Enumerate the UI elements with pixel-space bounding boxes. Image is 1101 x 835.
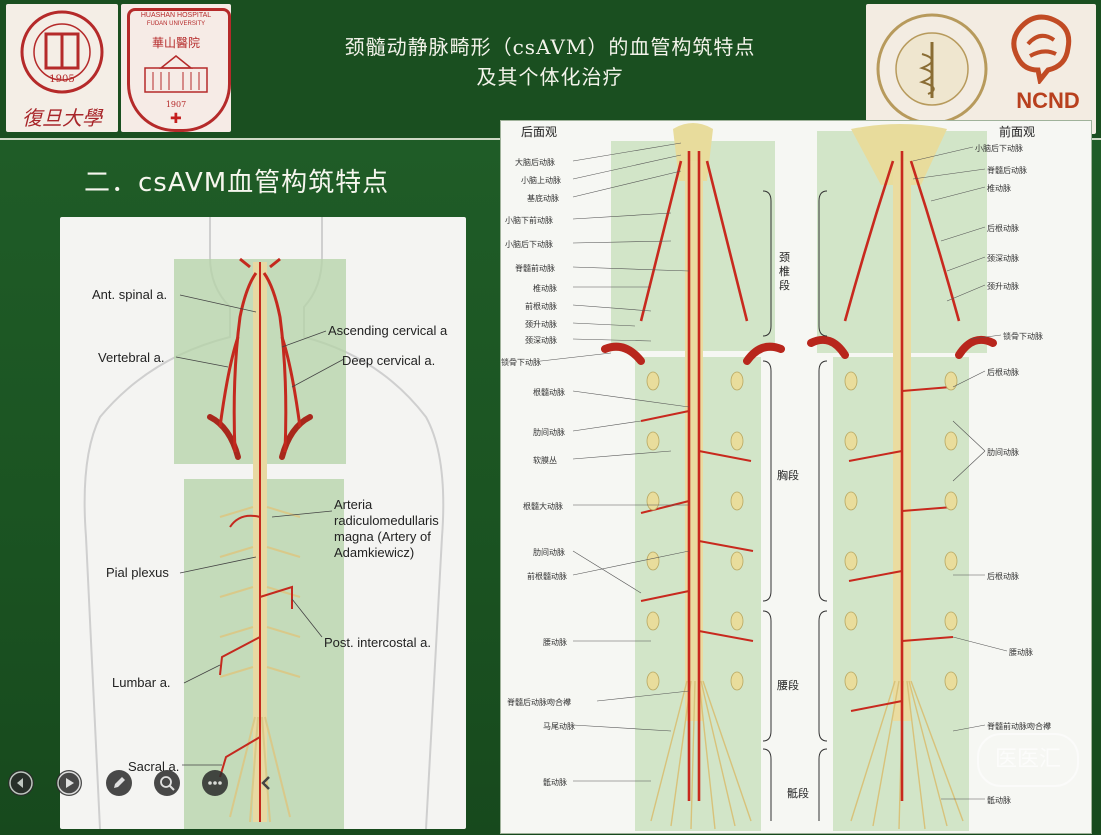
label-lumbar: Lumbar a. [112,675,171,690]
spinal-artery-atlas-illustration [540,123,1008,831]
watermark: 医医汇 [977,733,1079,787]
collapse-toolbar-button[interactable] [256,770,276,796]
cn-label-l8: 颈升动脉 [525,320,557,329]
label-post-intercostal: Post. intercostal a. [324,635,431,650]
label-arteria-2: radiculomedullaris [334,513,439,528]
cn-label-l13: 软膜丛 [533,456,557,465]
play-icon [57,771,81,795]
label-ant-spinal: Ant. spinal a. [92,287,168,302]
cn-label-l6: 椎动脉 [533,284,557,293]
cn-label-r3: 后根动脉 [987,224,1019,233]
right-figure: 后面观 前面观 颈椎段 胸段 腰段 骶段 大脑后动脉 小脑上动脉 基底动脉 小脑… [500,120,1092,834]
label-arteria-1: Arteria [334,497,373,512]
cn-label-r11: 脊髓前动脉吻合襻 [987,722,1051,731]
cn-label-l18: 脊髓后动脉吻合襻 [507,698,571,707]
more-icon [208,781,222,785]
cn-label-r7: 后根动脉 [987,368,1019,377]
label-vertebral: Vertebral a. [98,350,165,365]
segment-lumbar: 腰段 [777,679,799,692]
neurosurgery-seal-icon [876,13,988,125]
cn-label-l7: 前根动脉 [525,302,557,311]
ncnd-text: NCND [1016,88,1080,113]
cn-label-r10: 腰动脉 [1009,648,1033,657]
label-arteria-4: Adamkiewicz) [334,545,415,560]
label-arteria-3: magna (Artery of [334,529,431,544]
cn-label-l3: 小脑下前动脉 [505,216,553,225]
slide-title: 颈髓动静脉畸形（csAVM）的血管构筑特点 及其个体化治疗 [240,32,860,92]
left-figure: Ant. spinal a. Vertebral a. Ascending ce… [60,217,466,829]
cn-label-l5: 脊髓前动脉 [515,264,555,273]
cn-label-l19: 马尾动脉 [543,722,575,731]
play-button[interactable] [56,770,82,796]
label-deep-cervical: Deep cervical a. [342,353,436,368]
cn-label-l14: 根髓大动脉 [523,502,563,511]
cn-label-l0: 大脑后动脉 [515,158,555,167]
cn-label-r6: 锁骨下动脉 [1003,332,1043,341]
label-ascending-cervical: Ascending cervical a [328,323,448,338]
segment-thoracic: 胸段 [777,469,799,482]
neurosurgery-ncnd-logo: NCND [866,4,1096,134]
cn-label-r0: 小脑后下动脉 [975,144,1023,153]
label-posterior-view: 后面观 [521,125,558,139]
fudan-seal-icon [20,10,104,94]
previous-icon [9,771,33,795]
segment-sacral: 骶段 [787,787,809,800]
cn-label-l15: 肋间动脉 [533,548,565,557]
cn-label-l12: 肋间动脉 [533,428,565,437]
label-anterior-view: 前面观 [999,125,1036,139]
zoom-icon [160,776,175,791]
pen-icon [114,777,125,788]
fudan-logo: 1905 復旦大學 [6,4,118,132]
cn-label-r12: 骶动脉 [987,796,1011,805]
title-line-1: 颈髓动静脉畸形（csAVM）的血管构筑特点 [344,35,756,59]
cn-label-r1: 脊髓后动脉 [987,166,1027,175]
spinal-artery-illustration [83,217,445,829]
huashan-year: 1907 [165,100,187,109]
section-heading: 二．csAVM血管构筑特点 [84,168,390,198]
more-options-button[interactable] [202,770,228,796]
title-line-2: 及其个体化治疗 [476,65,624,89]
hospital-building-icon [144,55,208,93]
cn-label-l1: 小脑上动脉 [521,176,561,185]
cn-label-r2: 椎动脉 [987,184,1011,193]
cn-label-l9: 颈深动脉 [525,336,557,345]
fudan-name: 復旦大學 [22,106,102,130]
ncnd-brain-icon [1011,14,1072,84]
zoom-button[interactable] [154,770,180,796]
cn-label-r4: 颈深动脉 [987,254,1019,263]
cn-label-l11: 根髓动脉 [533,388,565,397]
huashan-top1: HUASHAN HOSPITAL [140,12,212,19]
huashan-logo: HUASHAN HOSPITAL FUDAN UNIVERSITY 華山醫院 1… [121,4,231,132]
cn-label-l2: 基底动脉 [527,194,559,203]
chevron-left-icon [261,776,270,790]
cn-label-l16: 前根髓动脉 [527,572,567,581]
huashan-cn: 華山醫院 [151,36,200,50]
cn-label-r9: 后根动脉 [987,572,1019,581]
pen-tool-button[interactable] [106,770,132,796]
cn-label-r5: 颈升动脉 [987,282,1019,291]
label-pial-plexus: Pial plexus [106,565,169,580]
cn-label-l10: 锁骨下动脉 [501,358,541,367]
cn-label-l17: 腰动脉 [543,638,567,647]
previous-slide-button[interactable] [8,770,34,796]
cn-label-r8: 肋间动脉 [987,448,1019,457]
huashan-top2: FUDAN UNIVERSITY [146,21,206,27]
cn-label-l4: 小脑后下动脉 [505,240,553,249]
fudan-year: 1905 [49,74,75,85]
segment-cervical: 颈椎段 [779,251,790,292]
red-cross-icon: ✚ [170,111,182,127]
cn-label-l20: 骶动脉 [543,778,567,787]
